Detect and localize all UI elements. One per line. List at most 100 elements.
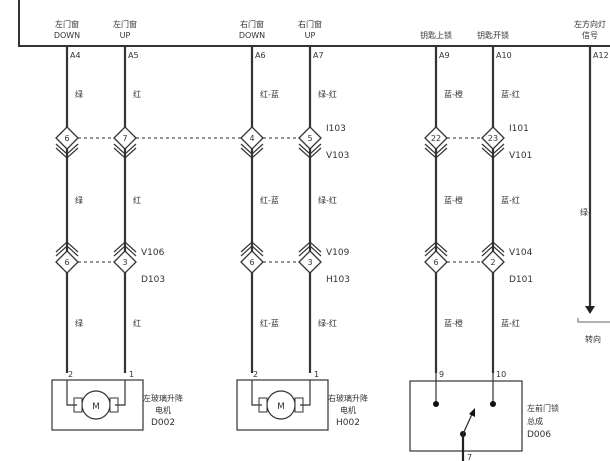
arrow-down-icon (585, 306, 595, 314)
connector-pin-number: 6 (249, 258, 254, 267)
connector-chevron (240, 241, 264, 257)
wire-color-label: 蓝-红 (501, 89, 520, 99)
signal-label: UP (120, 31, 131, 40)
inline-connector: 3 (298, 241, 322, 274)
wire-color-label: 绿-红 (318, 195, 337, 205)
signal-label: UP (305, 31, 316, 40)
switch-arrow-icon (469, 408, 475, 417)
connector-id: D101 (509, 275, 533, 285)
connector-chevron (113, 143, 137, 159)
connector-id: V104 (509, 248, 533, 258)
wire-color-label: 绿 (75, 90, 83, 99)
inline-connector: 4 (240, 126, 264, 159)
connector-chevron (481, 143, 505, 159)
connector-bracket (577, 318, 610, 323)
connector-chevron (481, 241, 505, 257)
pin-number: 2 (253, 370, 258, 379)
inline-connector: 6 (240, 241, 264, 274)
inline-connector: 7 (113, 126, 137, 159)
component-name: 总成 (527, 416, 543, 426)
connector-diamond (55, 126, 79, 150)
pin-number: 1 (314, 370, 319, 379)
control-module-box (18, 0, 610, 47)
component-code: D006 (527, 430, 551, 440)
wire-color-label: 红-蓝 (260, 195, 279, 205)
pin-label: A10 (496, 51, 512, 60)
pin-number: 1 (129, 370, 134, 379)
connector-chevron (240, 143, 264, 159)
connector-diamond (240, 250, 264, 274)
inline-connector: 23 (481, 126, 505, 159)
wire-color-label: 蓝-橙 (444, 318, 463, 328)
wire-color-label: 红 (133, 89, 141, 99)
connector-diamond (113, 250, 137, 274)
wire-color-label: 蓝-橙 (444, 89, 463, 99)
pin-number: 2 (68, 370, 73, 379)
pin-number: 10 (496, 370, 506, 379)
connector-pin-number: 6 (433, 258, 438, 267)
motor-symbol: M (92, 402, 100, 412)
connector-diamond (481, 250, 505, 274)
terminal-dot (490, 401, 496, 407)
connector-diamond (424, 250, 448, 274)
inline-connector: 5 (298, 126, 322, 159)
switch-icon (462, 411, 474, 435)
motor-icon (81, 390, 111, 420)
connector-pin-number: 2 (490, 258, 495, 267)
connector-pin-number: 7 (122, 134, 127, 143)
wire-color-label: 绿 (75, 196, 83, 205)
lock-box (409, 380, 523, 452)
pin-label: A7 (313, 51, 324, 60)
signal-label: 左门窗 (55, 19, 79, 29)
signal-label: 钥匙上锁 (420, 30, 452, 40)
signal-label: DOWN (54, 31, 80, 40)
component-code: D002 (151, 418, 175, 428)
signal-label: 左门窗 (113, 19, 137, 29)
inline-connector: 22 (424, 126, 448, 159)
component-name: 电机 (340, 405, 356, 415)
connector-diamond (481, 126, 505, 150)
wire-color-label: 蓝-橙 (444, 195, 463, 205)
connector-pin-number: 3 (122, 258, 127, 267)
wire-color-label: 绿-红 (318, 318, 337, 328)
wire-color-label: 蓝-红 (501, 195, 520, 205)
inline-connector: 2 (481, 241, 505, 274)
pin-label: A12 (593, 51, 609, 60)
pin-label: A6 (255, 51, 266, 60)
connector-diamond (424, 126, 448, 150)
connector-id: V106 (141, 248, 165, 258)
component-code: H002 (336, 418, 360, 428)
connector-pin-number: 6 (64, 258, 69, 267)
connector-pin-number: 22 (431, 134, 441, 143)
wire-color-label: 绿 (75, 319, 83, 328)
signal-label: 右门窗 (298, 19, 322, 29)
connector-chevron (298, 143, 322, 159)
wire-color-label: 绿- (580, 208, 591, 217)
connector-chevron (298, 241, 322, 257)
continuation-label: 转向 (585, 334, 601, 344)
connector-chevron (113, 241, 137, 257)
wire-color-label: 红 (133, 318, 141, 328)
pin-number: 9 (439, 370, 444, 379)
wire-color-label: 红 (133, 195, 141, 205)
connector-id: V109 (326, 248, 350, 258)
signal-label: 左方向灯 (574, 19, 606, 29)
signal-label: 信号 (582, 30, 598, 40)
connector-diamond (298, 126, 322, 150)
wire-color-label: 红-蓝 (260, 318, 279, 328)
terminal-dot (433, 401, 439, 407)
connector-chevron (424, 241, 448, 257)
component-name: 右玻璃升降 (328, 393, 368, 403)
inline-connector: 3 (113, 241, 137, 274)
pin-number: 7 (467, 453, 472, 461)
connector-chevron (424, 143, 448, 159)
signal-label: 钥匙开锁 (477, 30, 509, 40)
connector-chevron (55, 143, 79, 159)
motor-symbol: M (277, 402, 285, 412)
connector-diamond (298, 250, 322, 274)
wire-color-label: 红-蓝 (260, 89, 279, 99)
connector-pin-number: 3 (307, 258, 312, 267)
inline-connector: 6 (55, 126, 79, 159)
pin-label: A5 (128, 51, 139, 60)
